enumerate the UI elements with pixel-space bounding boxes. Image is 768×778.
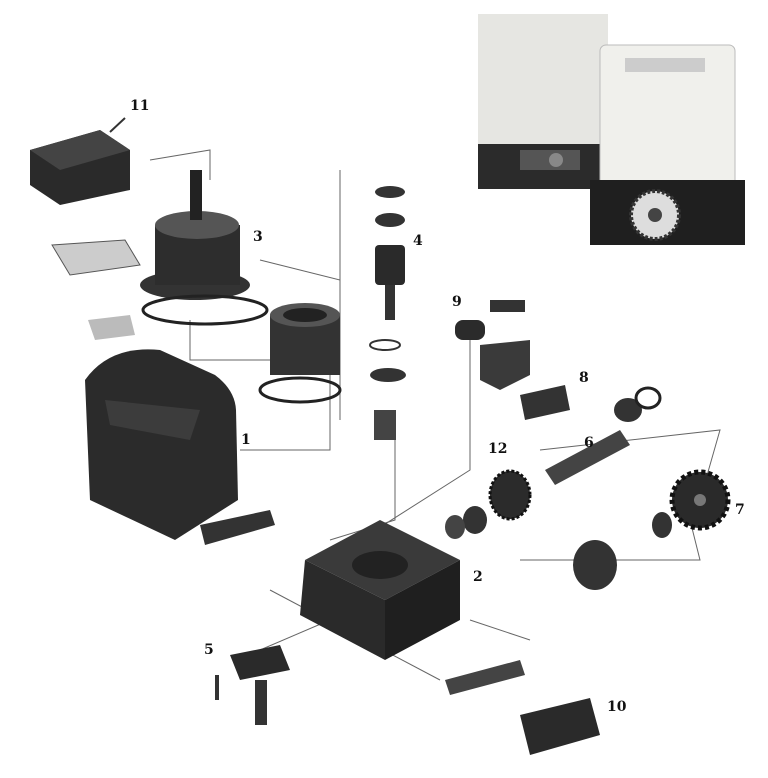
label-part-7: 7 <box>735 502 745 518</box>
part-3-motor <box>140 170 269 326</box>
label-part-3: 3 <box>253 229 263 245</box>
part-1-cover <box>85 349 238 540</box>
label-part-10: 10 <box>607 699 627 715</box>
part-8-limit-switch <box>520 385 570 420</box>
part-11-control-box <box>30 117 130 205</box>
label-part-9: 9 <box>452 294 462 310</box>
part-12-gear <box>445 469 532 539</box>
gasket <box>88 315 135 340</box>
label-part-2: 2 <box>473 569 483 585</box>
label-part-8: 8 <box>579 370 589 386</box>
part-9-bracket <box>455 300 530 390</box>
part-7-pinion <box>573 469 731 590</box>
label-part-1: 1 <box>241 432 251 448</box>
part-5-release-lever <box>215 645 290 725</box>
part-6-shaft <box>545 386 662 485</box>
label-part-11: 11 <box>130 98 150 114</box>
part-4-shaft <box>369 186 406 440</box>
mounting-plate <box>51 239 141 276</box>
gear-ring <box>258 303 342 404</box>
part-10-end-cap <box>520 698 600 755</box>
base-bracket <box>200 510 275 545</box>
part-2-base <box>300 520 460 660</box>
label-part-5: 5 <box>204 642 214 658</box>
label-part-12: 12 <box>488 441 508 457</box>
label-part-6: 6 <box>584 435 594 451</box>
product-photo <box>478 14 745 245</box>
mounting-bracket <box>445 660 525 695</box>
label-part-4: 4 <box>413 233 423 249</box>
